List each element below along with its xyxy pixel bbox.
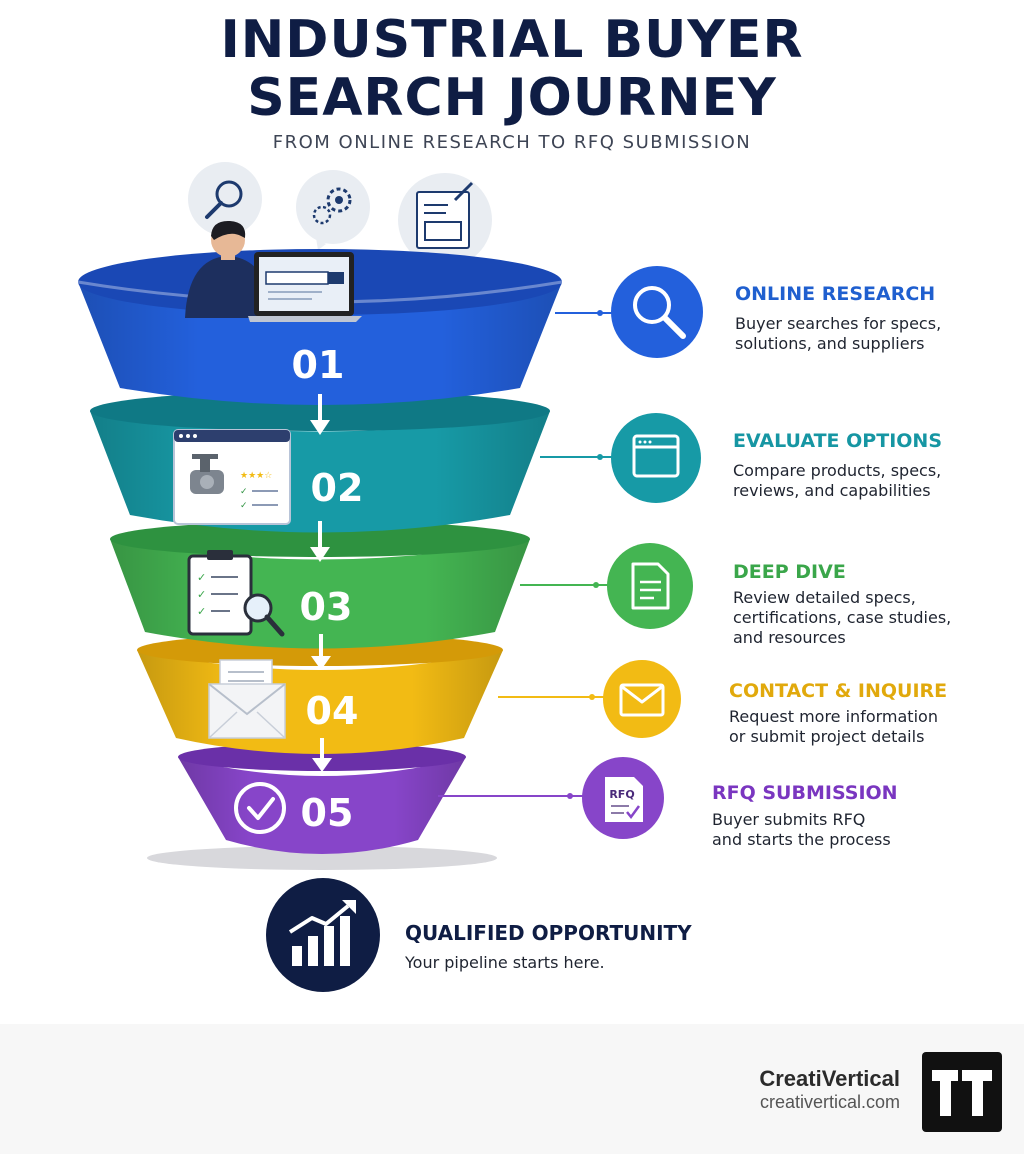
person-at-laptop-illustration	[185, 220, 362, 322]
footer-band	[0, 1024, 1024, 1154]
magnifier-icon	[633, 286, 686, 339]
envelope-illustration	[208, 659, 286, 739]
brand-name: CreatiVertical	[759, 1066, 900, 1091]
qualified-opportunity-badge	[266, 878, 380, 992]
arrow-down-3	[311, 634, 331, 670]
step-desc-2: Compare products, specs, reviews, and ca…	[733, 461, 942, 500]
svg-text:✓: ✓	[197, 588, 206, 601]
svg-text:✓: ✓	[197, 605, 206, 618]
rfq-icon-label: RFQ	[609, 788, 634, 801]
blueprint-bubble-icon	[416, 181, 474, 249]
step-title-2: EVALUATE OPTIONS	[733, 430, 942, 452]
title-line-1: INDUSTRIAL BUYER	[220, 10, 804, 70]
brand-url: creativertical.com	[759, 1092, 900, 1112]
flow-arrows	[310, 394, 332, 772]
step-number-1: 01	[292, 343, 345, 387]
growth-chart-icon	[288, 900, 356, 966]
subtitle: FROM ONLINE RESEARCH TO RFQ SUBMISSION	[272, 132, 752, 153]
creativertical-logo-icon	[922, 1052, 1002, 1132]
step-number-3: 03	[300, 585, 353, 629]
connector-lines	[438, 310, 612, 799]
checkmark-circle-illustration	[234, 782, 286, 834]
document-icon	[631, 562, 670, 610]
qualified-opportunity-desc: Your pipeline starts here.	[405, 953, 605, 972]
rfq-document-icon: RFQ	[605, 777, 643, 822]
step-number-4: 04	[306, 689, 359, 733]
step-desc-5: Buyer submits RFQ and starts the process	[712, 810, 891, 849]
browser-window-icon	[632, 434, 680, 478]
step-desc-1: Buyer searches for specs, solutions, and…	[735, 314, 942, 353]
step-number-2: 02	[311, 466, 364, 510]
svg-text:✓: ✓	[197, 571, 206, 584]
svg-text:★★★☆: ★★★☆	[240, 471, 272, 481]
step-icon-2	[611, 413, 701, 503]
step-title-4: CONTACT & INQUIRE	[729, 680, 948, 702]
funnel-diagram: ★★★☆ ✓ ✓ ✓ ✓ ✓	[77, 162, 703, 992]
step-title-3: DEEP DIVE	[733, 561, 846, 583]
svg-text:✓: ✓	[240, 487, 248, 497]
step-icon-4	[603, 660, 681, 738]
qualified-opportunity-title: QUALIFIED OPPORTUNITY	[405, 921, 692, 945]
step-title-1: ONLINE RESEARCH	[735, 283, 936, 305]
step-desc-4: Request more information or submit proje…	[729, 707, 938, 746]
gears-bubble-icon	[312, 187, 352, 225]
clipboard-checklist-illustration: ✓ ✓ ✓	[187, 550, 285, 637]
arrow-down-2	[310, 521, 330, 562]
step-icon-3	[607, 543, 693, 629]
arrow-down-4	[312, 738, 332, 772]
brand-block: CreatiVertical creativertical.com	[759, 1066, 900, 1113]
product-comparison-illustration: ★★★☆ ✓ ✓	[173, 429, 291, 525]
funnel-shadow	[147, 846, 497, 870]
step-icon-5: RFQ	[582, 757, 664, 839]
step-number-5: 05	[301, 791, 354, 835]
step-icon-1	[611, 266, 703, 358]
arrow-down-1	[310, 394, 330, 435]
step-title-5: RFQ SUBMISSION	[712, 782, 898, 804]
magnifier-bubble-icon	[205, 180, 243, 219]
title-line-2: SEARCH JOURNEY	[247, 68, 777, 128]
envelope-icon	[619, 683, 665, 717]
svg-text:✓: ✓	[240, 501, 248, 511]
step-desc-3: Review detailed specs, certifications, c…	[733, 588, 952, 647]
